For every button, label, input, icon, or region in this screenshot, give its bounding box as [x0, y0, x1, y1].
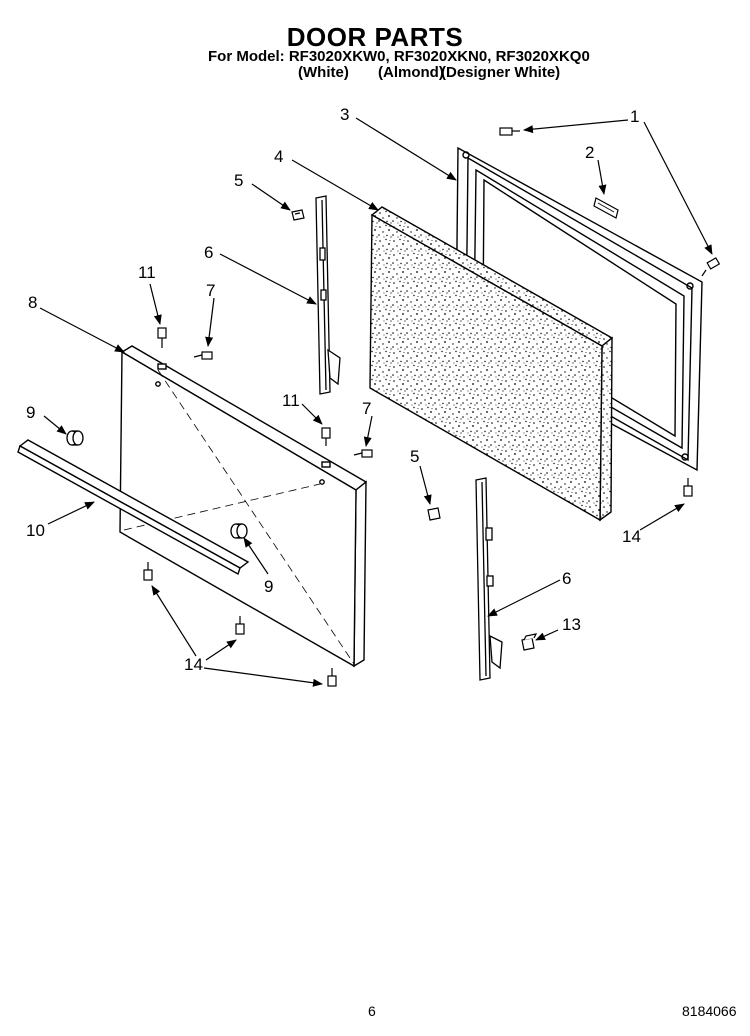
callout-14-right: 14 [622, 527, 641, 546]
screw-11-lower [321, 427, 331, 446]
screw-14-b [235, 616, 245, 635]
color-designer-white: (Designer White) [441, 64, 561, 81]
color-almond: (Almond) [378, 64, 444, 81]
screw-1-right [701, 257, 721, 277]
document-number: 8184066 [682, 1003, 737, 1019]
page-number: 6 [368, 1003, 376, 1019]
page-title: DOOR PARTS [286, 22, 464, 52]
callout-6-upper: 6 [204, 243, 213, 262]
spacer-right [230, 523, 248, 539]
hinge-channel-lower [475, 477, 503, 681]
screw-14-a [143, 562, 153, 581]
callout-11-lower: 11 [282, 391, 300, 410]
callout-10: 10 [26, 521, 45, 540]
callout-labels: 1 2 3 4 5 6 11 7 8 9 11 7 5 10 9 6 13 14… [26, 105, 641, 674]
color-white: (White) [298, 64, 349, 81]
callout-8: 8 [28, 293, 37, 312]
callout-9-left: 9 [26, 403, 35, 422]
hinge-clip-upper [291, 209, 305, 221]
screw-7-lower [353, 449, 373, 458]
hinge-stop [521, 633, 538, 651]
callout-7-upper: 7 [206, 281, 215, 300]
callout-5-lower: 5 [410, 447, 419, 466]
screw-11-upper [157, 327, 167, 348]
callout-4: 4 [274, 147, 283, 166]
callout-1: 1 [630, 107, 639, 126]
hinge-clip-lower [427, 507, 441, 521]
callout-7-lower: 7 [362, 399, 371, 418]
screw-14-c [327, 668, 337, 687]
door-insulation [369, 206, 614, 522]
screw-7-upper [193, 351, 213, 360]
leader-lines [39, 117, 713, 687]
callout-2: 2 [585, 143, 594, 162]
callout-9-right: 9 [264, 577, 273, 596]
screw-14-right [683, 478, 693, 497]
screws [143, 127, 721, 687]
callout-14-bottom: 14 [184, 655, 203, 674]
screw-1-top [499, 127, 520, 136]
model-numbers: For Model: RF3020XKW0, RF3020XKN0, RF302… [208, 48, 590, 65]
spacer-left [66, 430, 84, 446]
data-label [593, 197, 619, 219]
callout-3: 3 [340, 105, 349, 124]
callout-13: 13 [562, 615, 581, 634]
callout-6-lower: 6 [562, 569, 571, 588]
outer-door-panel [119, 345, 368, 668]
hinge-channel-upper [315, 195, 341, 395]
callout-5-upper: 5 [234, 171, 243, 190]
door-trim [17, 439, 250, 576]
callout-11-upper: 11 [138, 263, 156, 282]
